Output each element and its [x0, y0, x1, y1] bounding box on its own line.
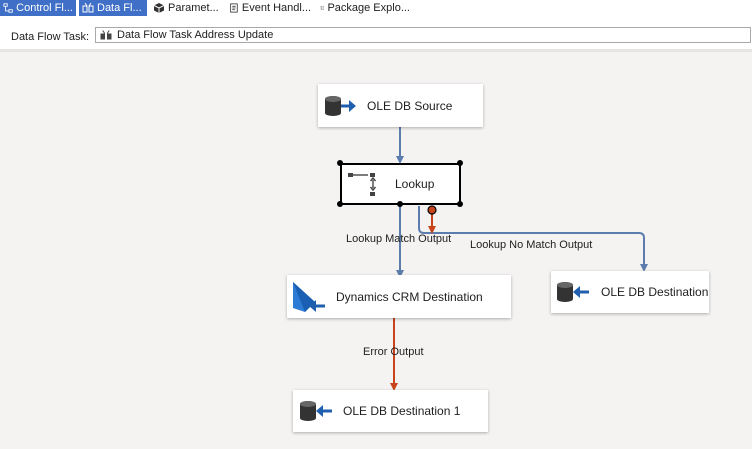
data-flow-task-value: Data Flow Task Address Update — [117, 29, 274, 41]
designer-separator — [0, 49, 752, 52]
data-flow-task-dropdown[interactable]: Data Flow Task Address Update — [95, 27, 751, 43]
component-label: OLE DB Source — [367, 98, 453, 113]
event-handler-icon — [230, 3, 238, 13]
tab-package-explorer[interactable]: Package Explo... — [317, 0, 413, 16]
ole-db-destination-component[interactable]: OLE DB Destination — [551, 271, 709, 313]
component-label: Dynamics CRM Destination — [336, 289, 483, 304]
component-label: Lookup — [395, 177, 435, 191]
lookup-component[interactable]: Lookup — [340, 163, 461, 205]
path-lookup-no-match[interactable] — [418, 206, 648, 272]
dynamics-crm-icon — [293, 281, 325, 312]
designer-tab-bar: Control Fl... Data Fl... Paramet... Even… — [0, 0, 752, 16]
path-label-error: Error Output — [363, 346, 424, 358]
ole-db-destination-icon — [300, 401, 332, 421]
parameters-icon — [153, 3, 165, 13]
ole-db-destination-1-component[interactable]: OLE DB Destination 1 — [293, 390, 488, 432]
component-label: OLE DB Destination 1 — [343, 404, 461, 418]
error-output-port[interactable] — [427, 205, 437, 215]
data-flow-icon — [82, 2, 94, 13]
ole-db-destination-icon — [557, 282, 589, 302]
selection-handle[interactable] — [397, 201, 403, 207]
tab-parameters[interactable]: Paramet... — [150, 0, 224, 16]
ole-db-source-component[interactable]: OLE DB Source — [318, 84, 483, 127]
tab-label: Paramet... — [168, 2, 219, 14]
selection-handle[interactable] — [337, 201, 343, 207]
control-flow-icon — [3, 3, 13, 13]
selection-handle[interactable] — [457, 160, 463, 166]
selection-handle[interactable] — [337, 160, 343, 166]
tab-event-handlers[interactable]: Event Handl... — [226, 0, 314, 16]
tab-label: Control Fl... — [16, 2, 73, 14]
lookup-icon — [348, 173, 377, 196]
tab-label: Package Explo... — [327, 2, 410, 14]
ole-db-source-icon — [325, 95, 356, 116]
selection-handle[interactable] — [457, 201, 463, 207]
component-label: OLE DB Destination — [601, 285, 709, 299]
data-flow-task-icon — [100, 30, 112, 40]
data-flow-task-label: Data Flow Task: — [11, 31, 90, 43]
tab-label: Data Fl... — [97, 2, 142, 14]
package-explorer-icon — [320, 6, 325, 10]
dynamics-crm-destination-component[interactable]: Dynamics CRM Destination — [287, 275, 511, 318]
tab-data-flow[interactable]: Data Fl... — [79, 0, 147, 16]
path-label-no-match: Lookup No Match Output — [470, 239, 593, 251]
path-label-match: Lookup Match Output — [346, 233, 452, 245]
tab-label: Event Handl... — [241, 2, 311, 14]
tab-control-flow[interactable]: Control Fl... — [0, 0, 76, 16]
